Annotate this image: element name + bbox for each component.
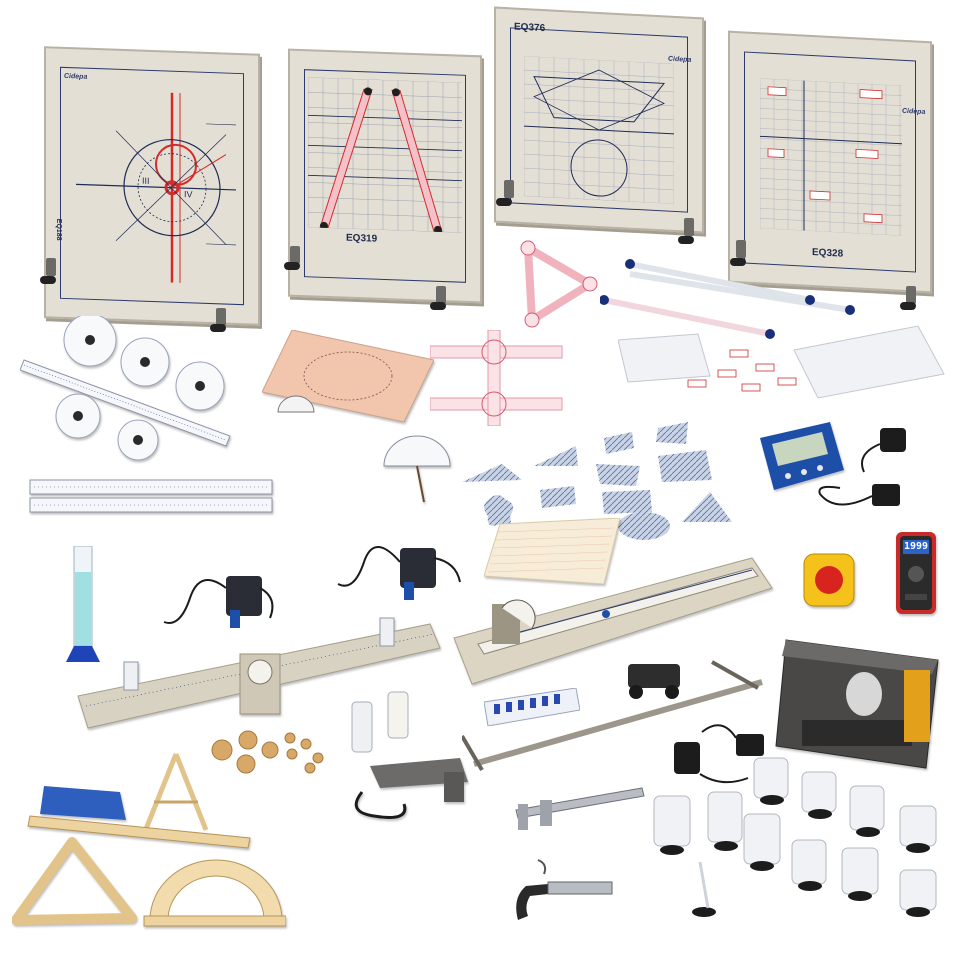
- disc-protractors-and-ruler: [20, 316, 231, 461]
- board-foot: [210, 324, 226, 332]
- board-leg: [216, 308, 226, 326]
- grid-diagram: [308, 77, 462, 233]
- dynamics-cart: [628, 664, 680, 699]
- wooden-disc-weights: [211, 730, 324, 774]
- board-leg: [504, 180, 514, 198]
- transparent-grid-sheets: [618, 325, 945, 399]
- board-foot: [284, 262, 300, 270]
- pink-compass-rulers: [430, 330, 563, 426]
- micrometer: [516, 859, 613, 920]
- data-logger-device: [760, 422, 844, 490]
- board-eraser: [40, 786, 126, 820]
- optical-bench: [77, 617, 441, 729]
- geometry-board-eq376: EQ376 Cidepa: [494, 6, 704, 234]
- half-protractor-pointer: [383, 435, 451, 503]
- optics-light-box: [775, 639, 939, 769]
- board-foot: [678, 236, 694, 244]
- trig-circle-diagram: III IV: [76, 92, 236, 283]
- inclined-plane-track: [453, 557, 773, 685]
- graduated-cylinder: [66, 546, 100, 662]
- board-leg: [436, 286, 446, 304]
- board-leg: [46, 258, 56, 276]
- tape-measure: [803, 553, 855, 607]
- svg-text:III: III: [142, 176, 150, 186]
- board-foot: [40, 276, 56, 284]
- photogate-sensor-right: [337, 546, 461, 600]
- board-foot: [496, 198, 512, 206]
- board-leg: [906, 286, 916, 304]
- board-foot: [730, 258, 746, 266]
- geometry-diagram: [524, 56, 674, 204]
- products-grid-diagram: [760, 78, 902, 236]
- power-adapters: [818, 428, 906, 506]
- multimeter-reading: 1999: [904, 541, 929, 552]
- board-leg: [290, 246, 300, 264]
- svg-text:IV: IV: [184, 189, 193, 199]
- metal-rod: [462, 660, 763, 772]
- board-code: EQ319: [346, 232, 378, 245]
- multimeter-jacks: [905, 594, 927, 600]
- multimeter-screen-bezel: 1999: [900, 536, 932, 610]
- power-supply-cables: [674, 724, 764, 784]
- small-protractor: [277, 395, 315, 413]
- digital-multimeter: 1999: [896, 532, 936, 614]
- geometric-shapes-set: [462, 422, 732, 540]
- board-code: EQ376: [514, 21, 546, 35]
- brand-logo: Cidepa: [64, 72, 88, 81]
- trigonometry-board: III IV EQ188 Cidepa: [44, 46, 260, 326]
- grid-board-eq319: EQ319: [288, 48, 482, 304]
- grid-board-eq328: EQ328 Cidepa: [728, 30, 932, 294]
- multimeter-dial: [908, 566, 924, 582]
- brand-logo: Cidepa: [668, 55, 692, 64]
- optical-lenses-set: [653, 757, 937, 917]
- sensor-clamp: [354, 758, 468, 819]
- pink-triangle-linkage: [520, 240, 598, 328]
- sample-vials: [351, 691, 409, 753]
- blue-slide-strip: [484, 688, 580, 726]
- wooden-drawing-instruments: [12, 815, 286, 927]
- board-foot: [430, 302, 446, 310]
- wooden-compass: [141, 753, 209, 835]
- board-foot: [900, 302, 916, 310]
- graph-notepad: [484, 518, 620, 584]
- board-leg: [684, 218, 694, 236]
- board-leg: [736, 240, 746, 258]
- board-code: EQ188: [55, 218, 62, 241]
- glass-rods: [600, 259, 855, 339]
- vernier-caliper: [515, 787, 645, 830]
- photogate-sensor-left: [163, 576, 274, 628]
- multimeter-screen: 1999: [903, 540, 929, 554]
- flat-rulers: [29, 479, 273, 513]
- brand-logo: Cidepa: [902, 107, 926, 116]
